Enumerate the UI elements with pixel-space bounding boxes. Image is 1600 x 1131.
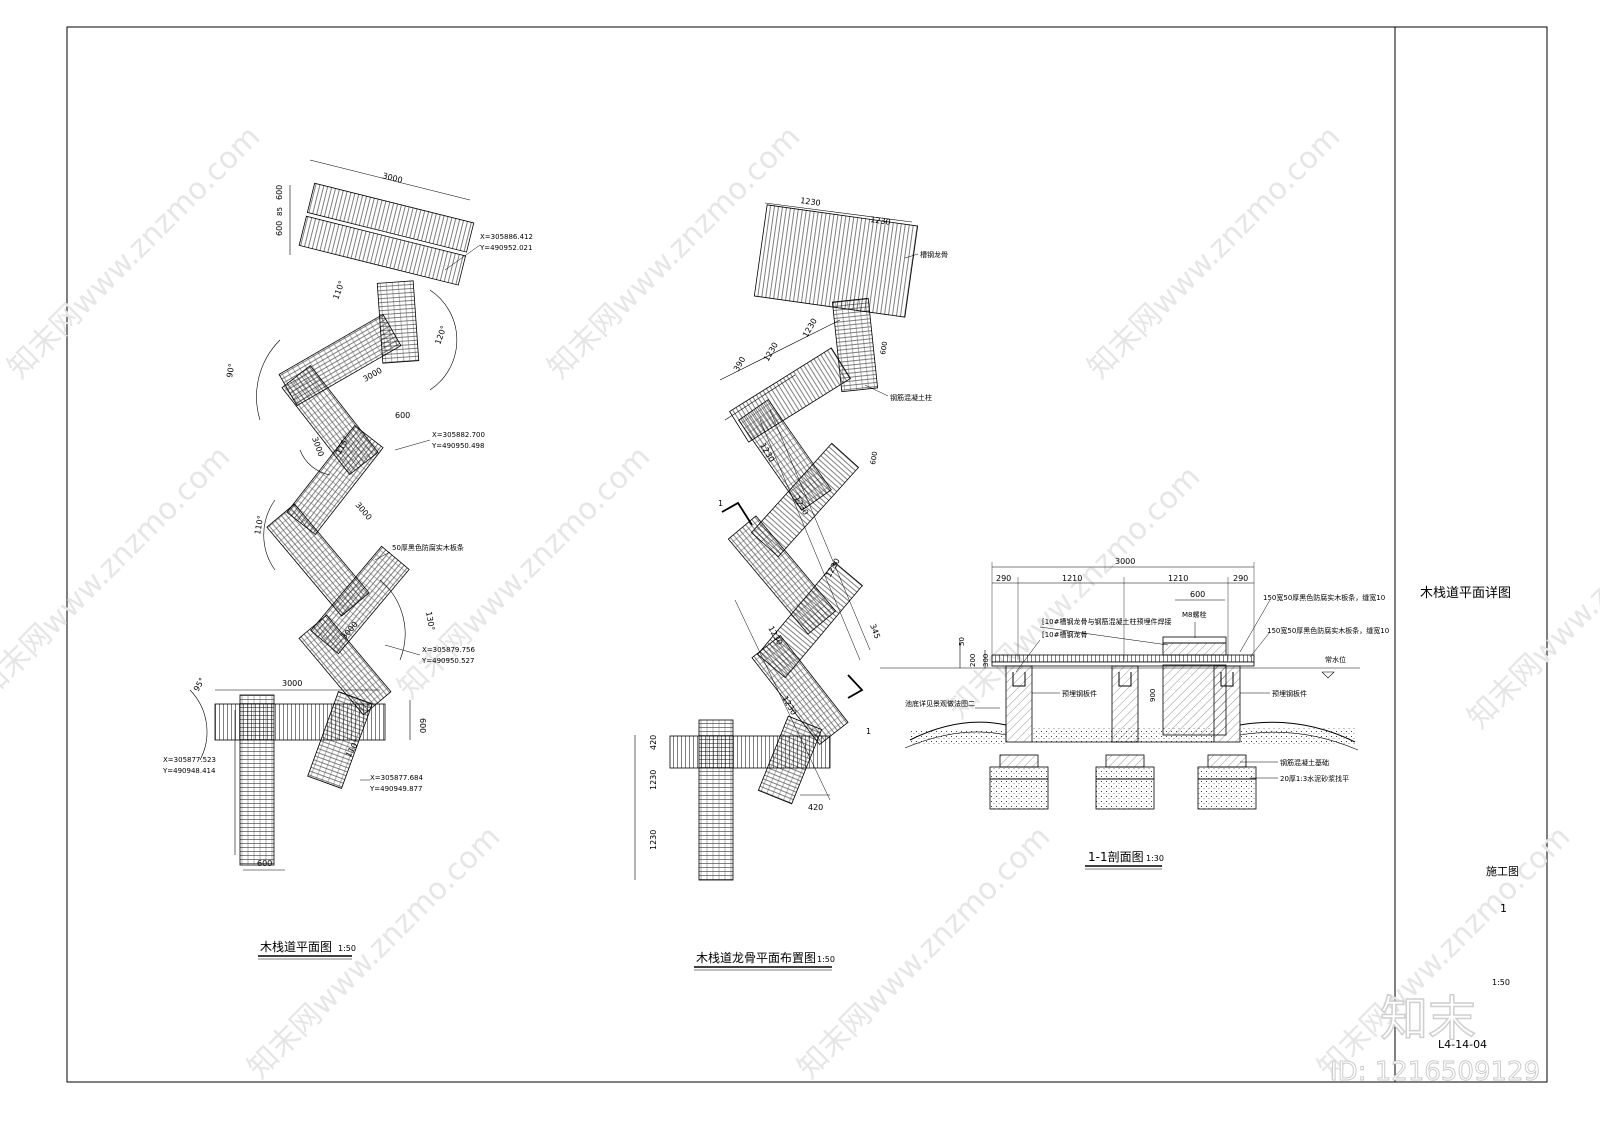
section-dim-290a: 290 [996,574,1011,583]
section-note-joist: [10#槽钢龙骨 [1042,630,1088,639]
plan-note-decking: 50厚黑色防腐实木板条 [392,543,464,552]
sheet-title: 木栈道平面详图 [1420,586,1511,601]
coord-2-y: Y=490950.498 [431,442,484,450]
section-dim-300: 300 [982,654,990,667]
section-note-mortar: 20厚1:3水泥砂浆找平 [1280,774,1349,783]
joist-note-joist: 槽钢龙骨 [920,250,948,259]
watermark-text: 知末网www.znzmo.com [0,439,237,705]
joist-dim-600b: 600 [869,451,879,466]
section-dim-290b: 290 [1233,574,1248,583]
plan-angle-3: 90° [225,363,236,379]
coord-3-x: X=305879.756 [422,646,476,654]
plan-dim-85: 85 [276,207,284,216]
coord-1-y: Y=490952.021 [479,244,532,252]
watermark-text: 知末网www.znzmo.com [1,119,267,385]
section-note-embed2: 预埋钢板件 [1272,689,1307,698]
joist-view [634,202,919,971]
joist-dim-10: 1230 [649,770,658,790]
joist-dim-4: 1230 [762,341,780,363]
plan-dim-600a: 600 [275,185,284,200]
plan-dim-600c: 600 [395,411,410,420]
joist-note-column: 钢筋混凝土柱 [890,393,932,402]
joist-dim-1: 1230 [800,196,821,208]
sheet-border [66,26,1548,1083]
drawing-scale: 1:50 [1492,978,1510,987]
joist-dim-345: 345 [868,623,882,640]
section-note-bottom: 池底详见景观做法图二 [905,699,975,708]
section-dim-900: 900 [1149,689,1157,702]
section-note-deck1: 150宽50厚黑色防腐实木板条，缝宽10 [1263,593,1385,602]
section-note-channel: [10#槽钢龙骨与钢筋混凝土柱预埋件焊接 [1042,617,1172,626]
section-mark-top: 1 [718,499,723,508]
joist-dim-2: 1230 [870,215,891,227]
section-caption-scale: 1:30 [1146,854,1164,863]
section-dim-1210b: 1210 [1168,574,1188,583]
plan-dim-seg5: 3000 [282,679,302,688]
plan-caption-scale: 1:50 [338,944,356,953]
coord-1-x: X=305886.412 [480,233,533,241]
section-dim-1210a: 1210 [1062,574,1082,583]
section-note-water: 常水位 [1325,655,1346,664]
plan-dim-seg1: 3000 [362,366,384,384]
section-view [880,562,1360,870]
joist-caption: 木栈道龙骨平面布置图 [696,950,816,965]
joist-dim-600a: 600 [879,341,889,356]
coord-2-x: X=305882.700 [432,431,485,439]
section-caption: 1-1剖面图 [1088,850,1144,864]
coord-4-y: Y=490948.414 [162,767,216,775]
plan-angle-7: 95° [192,676,207,693]
section-dim-600: 600 [1190,590,1205,599]
section-note-embed1: 预埋钢板件 [1062,689,1097,698]
joist-dim-420a: 420 [649,735,658,750]
sheet-number: L4-14-04 [1438,1038,1487,1051]
joist-caption-scale: 1:50 [817,955,835,964]
plan-dim-top: 3000 [382,171,404,185]
section-dim-total: 3000 [1115,557,1135,566]
section-mark-bottom: 1 [866,727,871,736]
plan-angle-2: 120° [433,324,448,345]
watermark-text: 知末网www.znzmo.com [1081,119,1347,385]
coord-3-y: Y=490950.527 [421,657,474,665]
joist-dim-390: 390 [732,355,747,373]
watermark-text: 知末网www.znzmo.com [391,439,657,705]
watermark-id: ID: 1216509129 [1330,1057,1540,1087]
section-note-footing: 钢筋混凝土基础 [1280,758,1329,767]
plan-angle-6: 130° [424,611,436,632]
section-dim-200: 200 [969,654,977,667]
section-dim-50: 50 [958,637,966,646]
watermark-text: 知末网www.znzmo.com [791,819,1057,1085]
plan-caption: 木栈道平面图 [260,939,332,954]
joist-dim-3: 1230 [801,317,819,339]
joist-dim-420b: 420 [808,803,823,812]
coord-5-y: Y=490949.877 [369,785,422,793]
plan-view [189,159,481,960]
coord-4-x: X=305877.523 [163,756,216,764]
section-note-deck2: 150宽50厚黑色防腐实木板条，缝宽10 [1267,626,1389,635]
plan-dim-600e: 600 [257,859,272,868]
plan-dim-600d: 600 [418,718,427,733]
watermark-logo: 知末 [1380,991,1476,1047]
section-view-labels: 3000 290 1210 1210 290 600 50 200 300 90… [905,557,1389,864]
drawing-stage: 施工图 [1486,865,1519,878]
coord-5-x: X=305877.684 [370,774,424,782]
watermark-text: 知末网www.znzmo.com [1461,469,1600,735]
plan-dim-seg3: 3000 [353,501,373,522]
section-note-bolt: M8螺栓 [1182,610,1207,619]
plan-angle-5: 110° [253,515,265,536]
joist-dim-11: 1230 [649,830,658,850]
plan-angle-1: 110° [331,279,346,300]
drawing-revision: 1 [1500,902,1507,915]
plan-dim-600b: 600 [275,221,284,236]
title-block: 木栈道平面详图 施工图 1 1:50 L4-14-04 [1420,586,1519,1051]
